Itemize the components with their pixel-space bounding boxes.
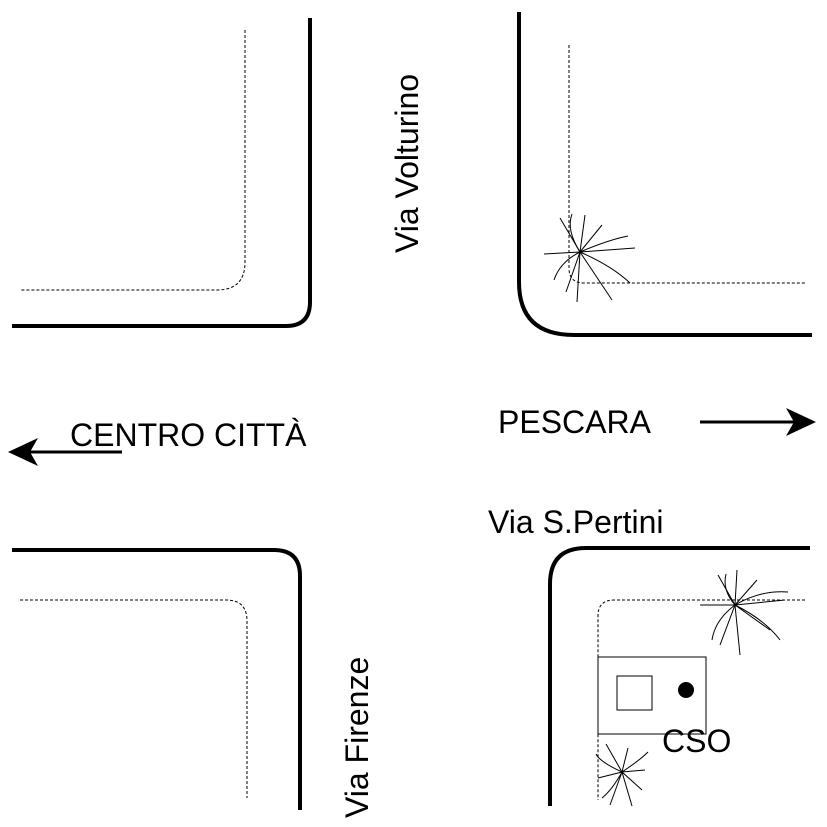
street-label-north: Via Volturino (389, 74, 425, 253)
curb-southwest (12, 548, 302, 810)
sidewalk-northeast (568, 45, 805, 284)
block-southeast (548, 546, 810, 806)
arrow-east-icon (700, 408, 816, 436)
sidewalk-southeast (597, 599, 805, 800)
curb-northeast (517, 12, 812, 337)
street-label-south: Via Firenze (339, 657, 375, 818)
palm-tree-icon-east (700, 569, 789, 656)
direction-label-east: PESCARA (498, 404, 652, 440)
cso-inner-square (616, 675, 653, 711)
direction-label-west: CENTRO CITTÀ (70, 417, 307, 453)
palm-tree-icon-south (595, 743, 649, 807)
block-northwest (12, 18, 312, 328)
facility-label: CSO (662, 723, 731, 759)
block-northeast (517, 12, 812, 337)
sidewalk-southwest (20, 599, 248, 798)
street-label-east: Via S.Pertini (488, 504, 664, 540)
block-southwest (12, 548, 302, 810)
cso-station-dot (678, 682, 694, 698)
cso-building (597, 656, 707, 735)
curb-southeast (548, 546, 810, 806)
sidewalk-northwest (20, 30, 246, 291)
curb-northwest (12, 18, 312, 328)
palm-tree-icon-northeast (543, 213, 636, 303)
arrow-west-icon (8, 438, 122, 466)
